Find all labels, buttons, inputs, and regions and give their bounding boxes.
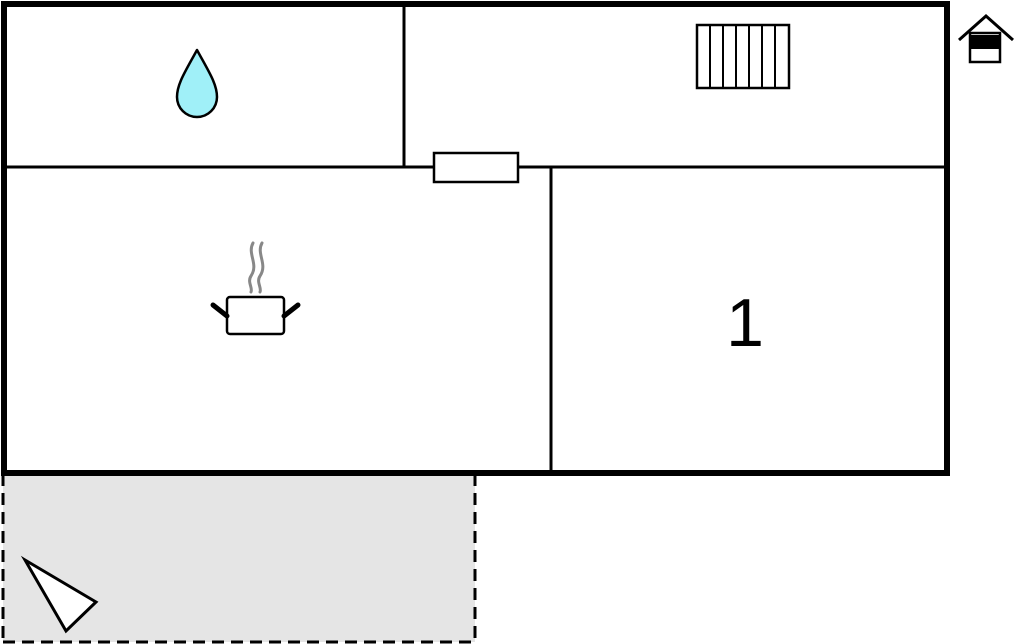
- cooking-pot-icon: [210, 241, 301, 336]
- water-drop-icon: [175, 48, 219, 119]
- direction-arrow-icon: [20, 555, 99, 634]
- window-marker: [432, 151, 520, 184]
- radiator-icon: [695, 23, 791, 90]
- interior-walls: [4, 4, 947, 473]
- room-kitchen-living: [210, 241, 301, 336]
- bedroom-label: 1: [726, 285, 764, 361]
- house-icon: [958, 13, 1014, 64]
- room-utility: [695, 23, 791, 90]
- room-bathroom: [175, 48, 219, 119]
- outer-walls: [1, 1, 950, 476]
- room-bedroom: 1: [726, 285, 764, 361]
